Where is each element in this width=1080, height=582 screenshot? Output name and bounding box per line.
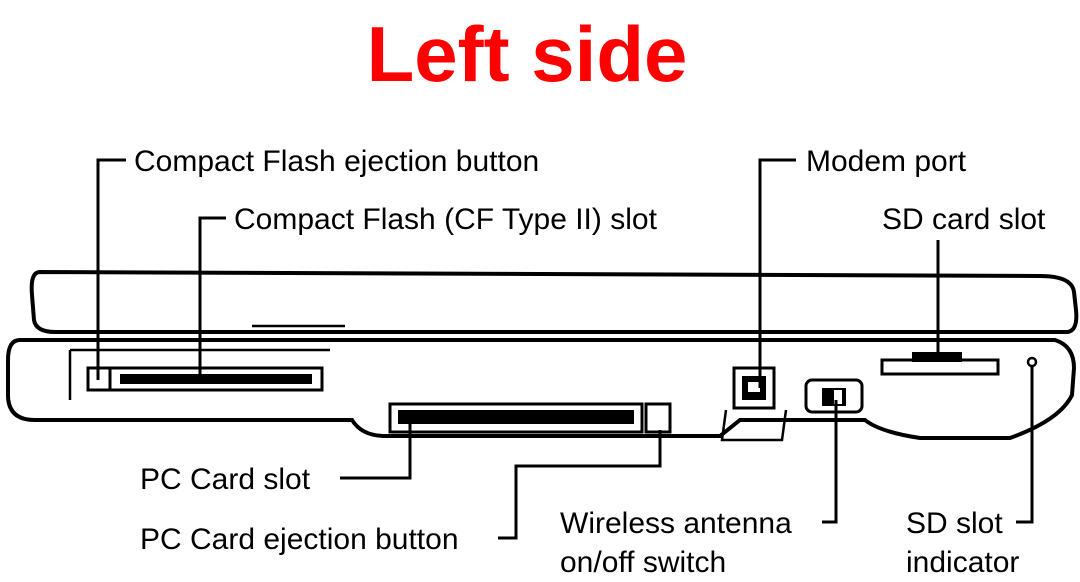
- wireless-switch-knob: [834, 390, 842, 404]
- label-sd-indicator-line1: SD slot: [906, 507, 1003, 540]
- label-cf-slot: Compact Flash (CF Type II) slot: [234, 203, 658, 236]
- pc-card-ejection-button[interactable]: [644, 402, 672, 434]
- cf-slot-opening: [120, 374, 312, 384]
- label-wireless-line2: on/off switch: [560, 546, 726, 579]
- leader-cf-slot: [198, 216, 226, 380]
- label-cf-ejection-button: Compact Flash ejection button: [134, 145, 539, 178]
- pc-card-slot-opening: [398, 410, 634, 424]
- modem-port-contacts: [748, 382, 760, 392]
- leader-wireless-switch: [822, 400, 838, 524]
- leader-cf-eject: [96, 158, 126, 380]
- sd-slot-indicator: [1026, 356, 1038, 368]
- leader-sd-indicator: [1016, 366, 1034, 524]
- diagram-title: Left side: [367, 10, 688, 98]
- sd-card-slot[interactable]: [880, 358, 1000, 376]
- label-pc-card-ejection-button: PC Card ejection button: [140, 523, 459, 556]
- leader-pc-card-slot: [340, 424, 412, 480]
- leader-modem-port: [758, 158, 796, 388]
- modem-cover: [720, 409, 788, 442]
- label-pc-card-slot: PC Card slot: [140, 463, 311, 496]
- label-sd-card-slot: SD card slot: [882, 203, 1046, 236]
- label-sd-indicator-line2: indicator: [906, 546, 1019, 579]
- label-wireless-line1: Wireless antenna: [560, 507, 792, 540]
- laptop-base: [6, 338, 1077, 440]
- leader-pc-card-eject: [498, 430, 662, 540]
- laptop-lid: [29, 269, 1079, 334]
- label-modem-port: Modem port: [806, 145, 967, 178]
